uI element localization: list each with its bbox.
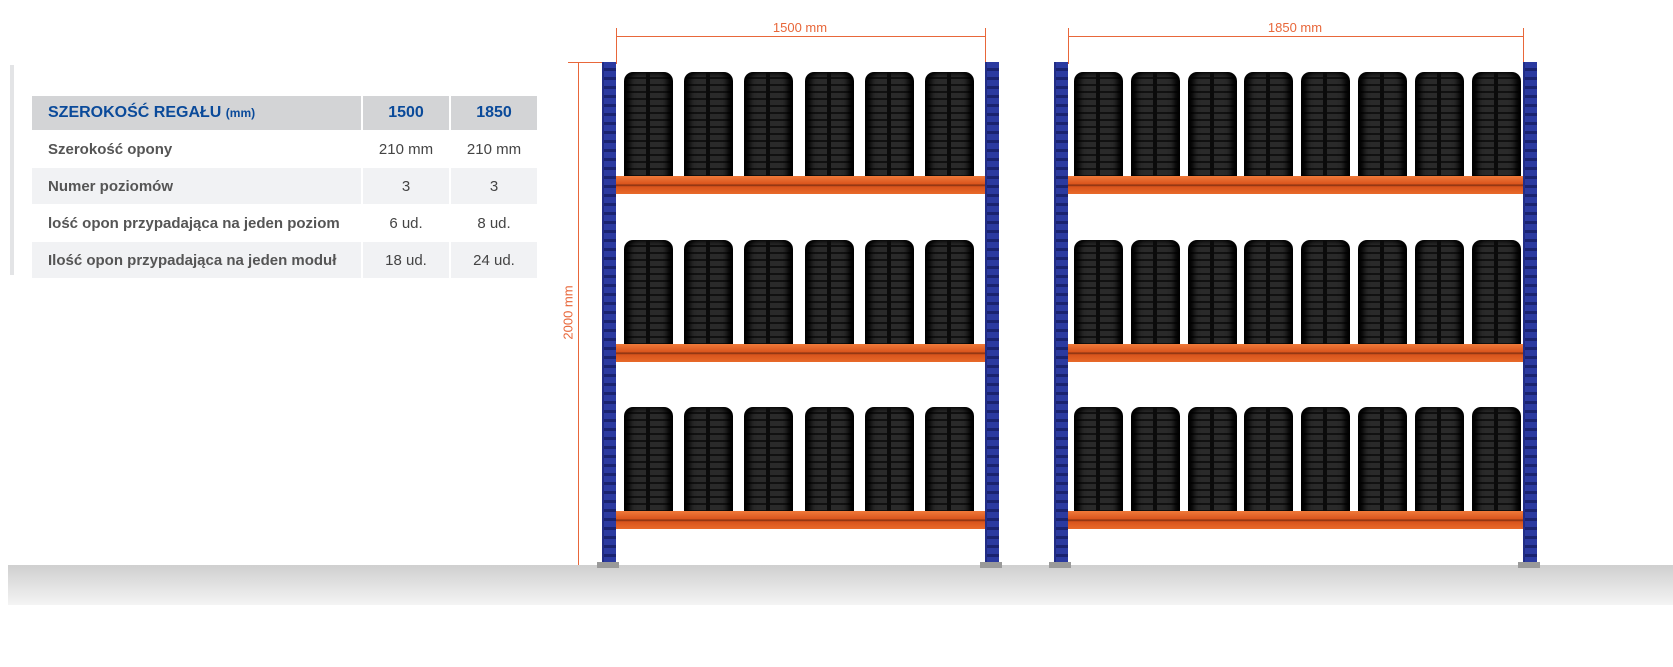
header-col-1500: 1500 [361, 96, 450, 131]
tire [925, 72, 974, 190]
row-value: 3 [361, 167, 450, 205]
tire [624, 240, 673, 358]
tire [925, 240, 974, 358]
row-value: 210 mm [449, 130, 537, 168]
tire [744, 72, 794, 190]
tire [1130, 407, 1180, 525]
tire [1471, 407, 1521, 525]
width-dimension-tick [1068, 28, 1069, 64]
upright-foot [980, 562, 1002, 568]
tire [1471, 72, 1521, 190]
tire [1301, 72, 1351, 190]
height-dimension-tick [568, 62, 602, 63]
tire [684, 240, 734, 358]
row-value: 8 ud. [449, 204, 537, 242]
tire [624, 407, 673, 525]
shelf-beam [612, 344, 997, 362]
tire [1244, 72, 1294, 190]
width-dimension-tick [616, 28, 617, 64]
shelf-beam [612, 511, 997, 529]
tire [1074, 240, 1123, 358]
width-dimension-tick [985, 28, 986, 64]
tire [744, 407, 794, 525]
rack-1500-width-label: 1500 mm [772, 20, 828, 35]
tire [1187, 407, 1237, 525]
rack-upright [1054, 62, 1068, 565]
spec-table: SZEROKOŚĆ REGAŁU (mm) 1500 1850 Szerokoś… [32, 96, 537, 279]
row-value: 24 ud. [449, 241, 537, 279]
tire [1414, 240, 1464, 358]
tire [1358, 72, 1407, 190]
header-col-1850: 1850 [449, 96, 537, 131]
tire [864, 72, 914, 190]
tire [684, 72, 734, 190]
shelf-beam [1064, 176, 1535, 194]
left-accent-bar [10, 65, 14, 275]
tire [1244, 240, 1294, 358]
tire [624, 72, 673, 190]
width-dimension-line [1068, 36, 1523, 37]
floor [8, 565, 1673, 605]
table-row: lość opon przypadająca na jeden poziom 6 … [32, 204, 537, 242]
upright-foot [1518, 562, 1540, 568]
height-label: 2000 mm [560, 285, 576, 340]
tire [804, 407, 854, 525]
shelf-beam [1064, 344, 1535, 362]
rack-upright [602, 62, 616, 565]
shelf-beam [612, 176, 997, 194]
header-label: SZEROKOŚĆ REGAŁU [48, 104, 222, 121]
tire [684, 407, 734, 525]
tire [744, 240, 794, 358]
row-value: 18 ud. [361, 241, 450, 279]
tire [1301, 407, 1351, 525]
row-label: Numer poziomów [32, 167, 362, 205]
tire [1414, 72, 1464, 190]
width-dimension-tick [1523, 28, 1524, 64]
row-label: lość opon przypadająca na jeden poziom [48, 214, 340, 232]
row-value: 6 ud. [361, 204, 450, 242]
tire [1301, 240, 1351, 358]
tire [1074, 407, 1123, 525]
tire [1187, 240, 1237, 358]
tire [1130, 240, 1180, 358]
rack-upright [985, 62, 999, 565]
tire [1414, 407, 1464, 525]
upright-foot [597, 562, 619, 568]
shelf-beam [1064, 511, 1535, 529]
width-dimension-line [616, 36, 985, 37]
table-header: SZEROKOŚĆ REGAŁU (mm) 1500 1850 [32, 96, 537, 131]
tire [1358, 240, 1407, 358]
height-dimension-line [578, 62, 579, 565]
tire [804, 240, 854, 358]
header-unit: (mm) [225, 106, 256, 120]
tire [925, 407, 974, 525]
tire [864, 240, 914, 358]
row-value: 3 [449, 167, 537, 205]
row-label: Ilość opon przypadająca na jeden moduł [32, 241, 362, 279]
tire [1074, 72, 1123, 190]
tire [1471, 240, 1521, 358]
tire [1130, 72, 1180, 190]
rack-upright [1523, 62, 1537, 565]
tire [1358, 407, 1407, 525]
rack-1850-width-label: 1850 mm [1267, 20, 1323, 35]
row-value: 210 mm [361, 130, 450, 168]
tire [1244, 407, 1294, 525]
tire [1187, 72, 1237, 190]
tire [804, 72, 854, 190]
upright-foot [1049, 562, 1071, 568]
row-label: Szerokość opony [48, 140, 173, 158]
tire [864, 407, 914, 525]
